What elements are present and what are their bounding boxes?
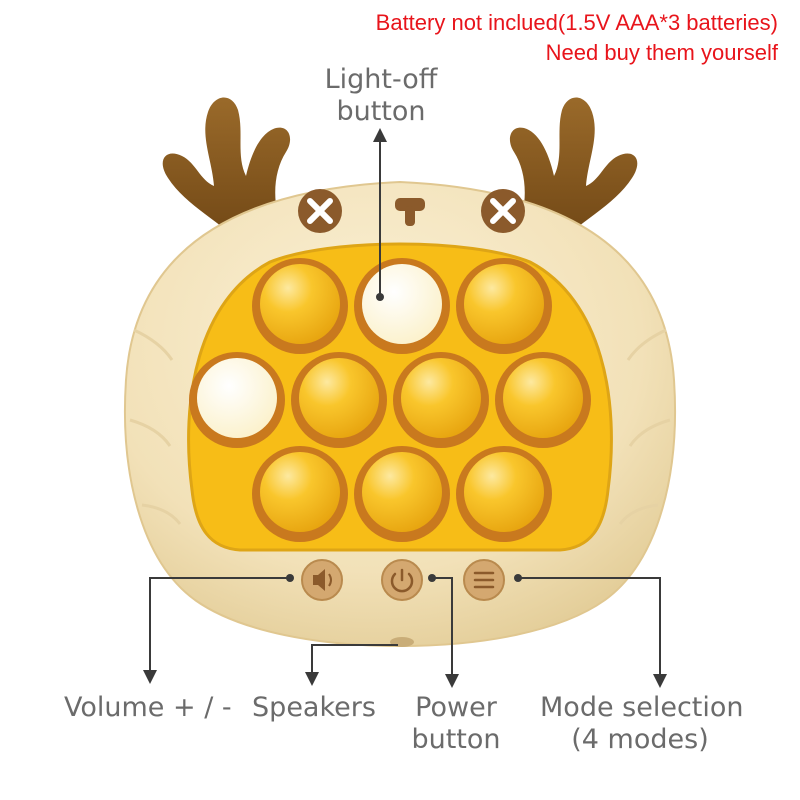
label-mode-line2: (4 modes) — [571, 724, 709, 755]
label-power-line2: button — [411, 724, 501, 755]
mode-button[interactable] — [463, 559, 505, 601]
pop-bubble-button[interactable] — [252, 258, 348, 354]
bubble-dome — [464, 264, 544, 344]
left-side-ridges — [129, 328, 182, 525]
callout-speakers — [311, 644, 398, 674]
pop-bubble-button[interactable] — [252, 446, 348, 542]
bubble-light — [197, 358, 277, 438]
volume-button[interactable] — [301, 559, 343, 601]
label-speakers: Speakers — [252, 692, 376, 723]
pop-bubble-button[interactable] — [456, 258, 552, 354]
speaker-icon — [313, 569, 332, 591]
bubble-dome — [260, 264, 340, 344]
menu-icon — [473, 571, 495, 589]
nose — [395, 198, 425, 226]
bubble-dome — [260, 452, 340, 532]
callout-lines — [149, 142, 661, 676]
label-volume: Volume + / - — [64, 692, 232, 723]
bubble-dome — [401, 358, 481, 438]
label-light-off: Light-off button — [318, 64, 444, 128]
bubble-dome — [464, 452, 544, 532]
pop-bubble-button[interactable] — [393, 352, 489, 448]
callout-power — [432, 577, 453, 676]
pop-bubble-button[interactable] — [456, 446, 552, 542]
right-side-ridges — [618, 328, 671, 525]
pop-bubble-button[interactable] — [291, 352, 387, 448]
bubble-dome — [503, 358, 583, 438]
label-light-off-line1: Light-off — [324, 64, 438, 95]
bubble-dome — [362, 452, 442, 532]
label-light-off-line2: button — [336, 96, 426, 127]
left-eye-x — [298, 189, 342, 233]
label-mode-selection: Mode selection (4 modes) — [540, 692, 744, 756]
label-mode-line1: Mode selection — [540, 692, 744, 723]
callout-mode — [518, 577, 661, 676]
pop-bubble-button-lit[interactable] — [354, 258, 450, 354]
pop-bubble-button[interactable] — [495, 352, 591, 448]
bubble-dome — [299, 358, 379, 438]
label-power-line1: Power — [415, 692, 497, 723]
right-eye-x — [481, 189, 525, 233]
label-power: Power button — [404, 692, 508, 756]
bubble-light — [362, 264, 442, 344]
callout-arrowheads — [143, 128, 667, 688]
callout-dots — [286, 293, 522, 582]
callout-volume — [149, 577, 290, 670]
battery-notice-line1: Battery not inclued(1.5V AAA*3 batteries… — [375, 10, 778, 35]
pop-bubble-button-lit[interactable] — [189, 352, 285, 448]
pop-bubble-grid — [189, 258, 591, 542]
power-icon — [390, 568, 414, 593]
power-button[interactable] — [381, 559, 423, 601]
battery-notice-line2: Need buy them yourself — [545, 40, 778, 65]
pop-bubble-button[interactable] — [354, 446, 450, 542]
